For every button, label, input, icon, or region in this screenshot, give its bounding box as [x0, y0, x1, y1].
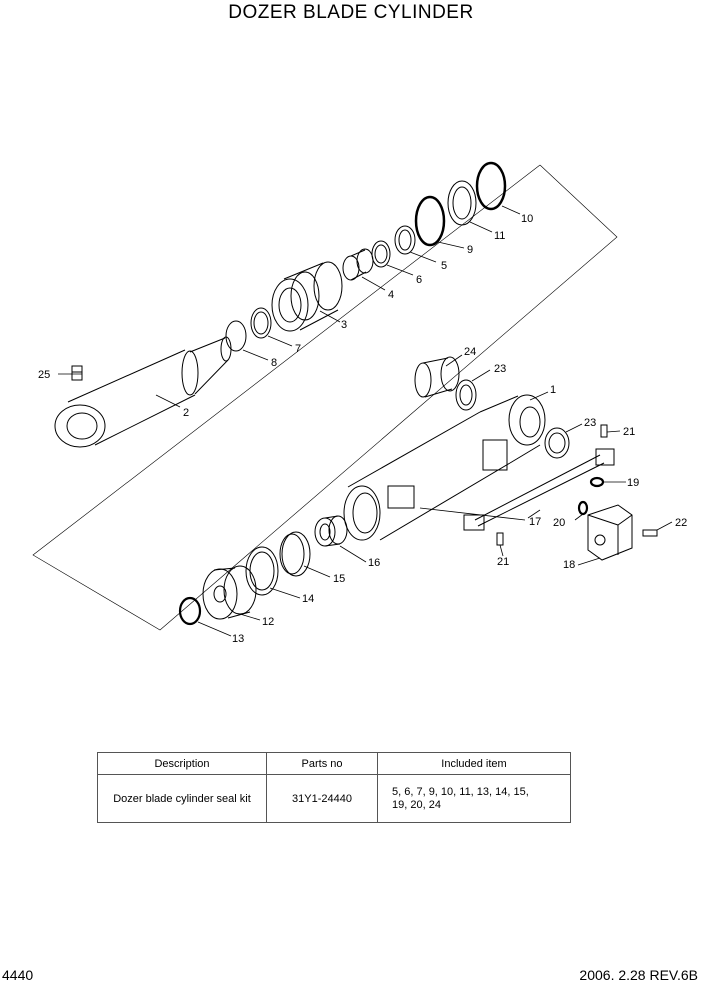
included-item-line-1: 5, 6, 7, 9, 10, 11, 13, 14, 15,	[392, 785, 529, 798]
callout-11: 11	[494, 230, 505, 242]
bushing	[342, 248, 374, 281]
o-ring	[414, 195, 446, 247]
callout-1: 1	[550, 384, 556, 396]
page-number: 4440	[2, 967, 34, 983]
valve-block	[587, 504, 633, 561]
callout-2: 2	[183, 407, 189, 419]
callout-4: 4	[388, 289, 394, 301]
gland	[271, 261, 343, 332]
callout-15: 15	[333, 573, 345, 585]
table-row: Dozer blade cylinder seal kit 31Y1-24440…	[97, 774, 571, 823]
callout-16: 16	[368, 557, 380, 569]
callout-22: 22	[675, 517, 687, 529]
callout-25: 25	[38, 369, 50, 381]
cylinder-tube	[343, 394, 546, 541]
callout-5: 5	[441, 260, 447, 272]
callout-14: 14	[302, 593, 314, 605]
callout-7: 7	[295, 343, 301, 355]
table-header-row: Description Parts no Included item	[97, 752, 571, 775]
lock-nut	[314, 515, 348, 547]
pipe	[463, 448, 615, 531]
grease-nipple	[71, 365, 83, 381]
cell-included-item: 5, 6, 7, 9, 10, 11, 13, 14, 15, 19, 20, …	[377, 774, 571, 823]
callout-19: 19	[627, 477, 639, 489]
page-title: DOZER BLADE CYLINDER	[228, 2, 474, 23]
column-header-parts-no: Parts no	[266, 752, 378, 775]
cell-parts-no: 31Y1-24440	[266, 774, 378, 823]
callout-20: 20	[553, 517, 565, 529]
callout-23-right: 23	[584, 417, 596, 429]
callout-18: 18	[563, 559, 575, 571]
piston	[202, 565, 257, 620]
snap-ring	[225, 320, 247, 352]
callout-3: 3	[341, 319, 347, 331]
revision-date: 2006. 2.28 REV.6B	[579, 967, 698, 983]
callout-21-bottom: 21	[497, 556, 509, 568]
piston-rod	[54, 336, 232, 448]
callout-6: 6	[416, 274, 422, 286]
callout-8: 8	[271, 357, 277, 369]
callout-10: 10	[521, 213, 533, 225]
callout-24: 24	[464, 346, 476, 358]
callout-21-top: 21	[623, 426, 635, 438]
callout-12: 12	[262, 616, 274, 628]
callout-17: 17	[529, 516, 541, 528]
callout-23-top: 23	[494, 363, 506, 375]
cell-description: Dozer blade cylinder seal kit	[97, 774, 267, 823]
callout-9: 9	[467, 244, 473, 256]
included-item-line-2: 19, 20, 24	[392, 798, 441, 811]
column-header-description: Description	[97, 752, 267, 775]
callout-13: 13	[232, 633, 244, 645]
rod-seal	[250, 307, 272, 339]
tube-bushing	[414, 356, 460, 398]
column-header-included-item: Included item	[377, 752, 571, 775]
seal-kit-table: Description Parts no Included item Dozer…	[97, 752, 571, 823]
